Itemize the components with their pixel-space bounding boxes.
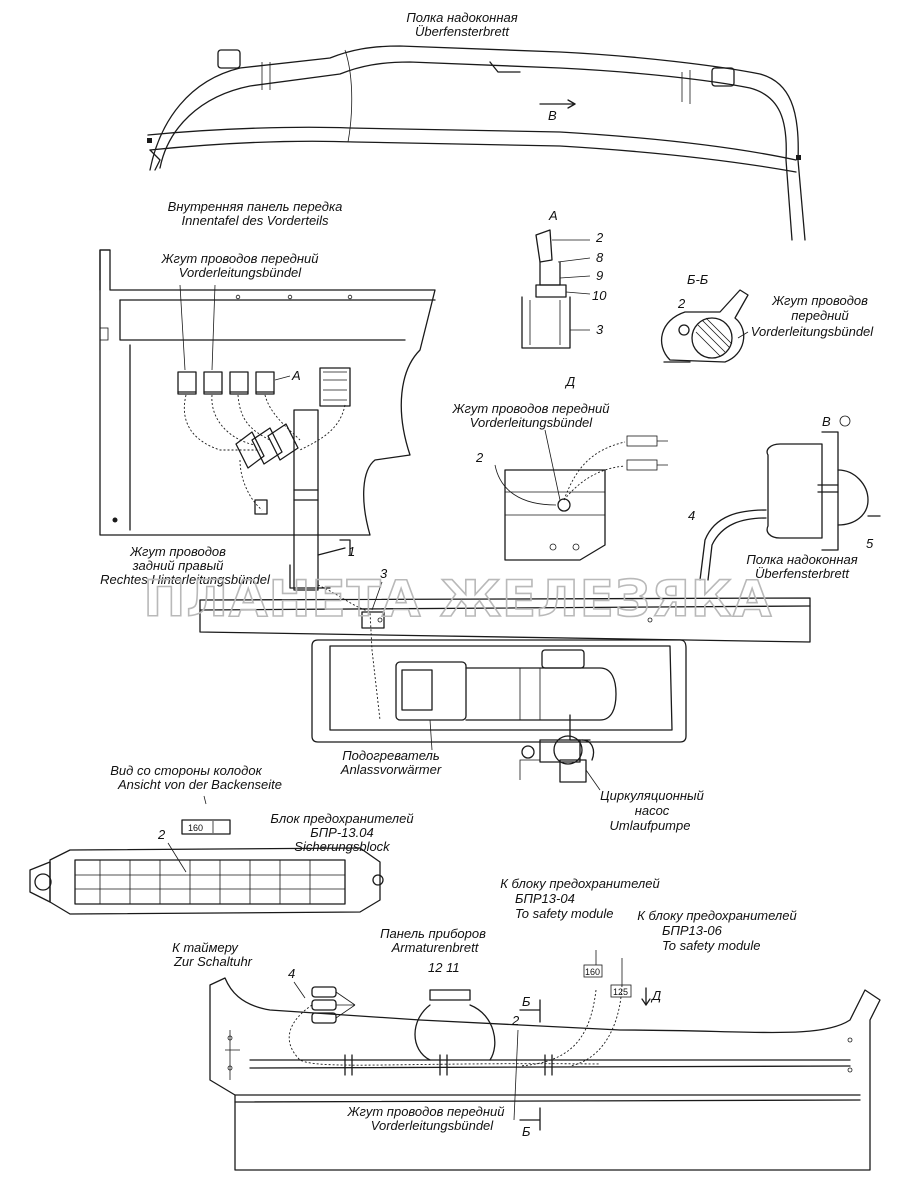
heater-assembly: 3 [199,564,811,783]
bottom-harness-ru: Жгут проводов передний [347,1104,505,1119]
k1-en: To safety module [515,906,614,921]
svg-text:Vorderleitungsbündel: Vorderleitungsbündel [751,324,874,339]
k2-en: To safety module [662,938,761,953]
k2-ru: К блоку предохранителей [637,908,796,923]
instrument-panel-bottom: 160 125 4 2 Б Б Д [209,950,881,1171]
panel-ru: Панель приборов [380,926,486,941]
svg-text:Жгут проводов передний: Жгут проводов передний [452,401,610,416]
rear-harness-ru2: задний правый [132,558,224,573]
svg-text:3: 3 [380,566,388,581]
svg-text:БПР-13.04: БПР-13.04 [310,825,373,840]
svg-text:3: 3 [596,322,604,337]
svg-text:Vorderleitungsbündel: Vorderleitungsbündel [470,415,593,430]
svg-text:В: В [822,414,831,429]
heater-ru: Подогреватель [342,748,440,763]
svg-text:Полка надоконная: Полка надоконная [746,552,857,567]
svg-text:Вид со стороны колодок: Вид со стороны колодок [110,763,262,778]
harness-front-de: Vorderleitungsbündel [179,265,302,280]
svg-text:9: 9 [596,268,603,283]
callout-a: А [291,368,301,383]
window-shelf-top [147,45,806,241]
svg-text:Д: Д [564,374,575,389]
heater-de: Anlassvorwärmer [340,762,442,777]
pump-de: Umlaufpumpe [610,818,691,833]
svg-text:Überfensterbrett: Überfensterbrett [755,566,850,581]
pump-ru1: Циркуляционный [600,788,704,803]
rear-harness-de: Rechtes Hinterleitungsbündel [100,572,271,587]
panel-nums: 12 11 [428,960,460,975]
svg-text:4: 4 [688,508,695,523]
svg-text:Б: Б [522,1124,531,1139]
inner-panel-de: Innentafel des Vorderteils [182,213,329,228]
svg-text:5: 5 [866,536,874,551]
view-b-top: В [548,108,557,123]
fuse-block: Вид со стороны колодок Ansicht von der B… [29,763,414,915]
panel-de: Armaturenbrett [391,940,480,955]
view-a: А 2 8 9 10 3 [521,208,607,349]
svg-text:2: 2 [157,827,166,842]
k2-model: БПР13-06 [662,923,723,938]
harness-front-ru: Жгут проводов передний [161,251,319,266]
view-d: Д Жгут проводов передний Vorderleitungsb… [452,374,668,561]
section-bb: Б-Б 2 Жгут проводов передний Vorderleitu… [661,272,874,363]
svg-text:10: 10 [592,288,607,303]
svg-text:Блок предохранителей: Блок предохранителей [270,811,413,826]
svg-text:2: 2 [677,296,686,311]
svg-text:2: 2 [511,1013,520,1028]
svg-text:Б-Б: Б-Б [687,272,709,287]
k1-model: БПР13-04 [515,891,575,906]
watermark: ПЛАНЕТА ЖЕЛЕЗЯКА [144,570,773,628]
svg-text:Ansicht von der Backenseite: Ansicht von der Backenseite [117,777,282,792]
svg-text:2: 2 [595,230,604,245]
timer-de: Zur Schaltuhr [173,954,253,969]
svg-text:Б: Б [522,994,531,1009]
svg-text:8: 8 [596,250,604,265]
svg-text:4: 4 [288,966,295,981]
rear-harness-ru1: Жгут проводов [129,544,226,559]
svg-text:Д: Д [650,988,661,1003]
timer-ru: К таймеру [172,940,239,955]
svg-text:160: 160 [585,967,600,977]
svg-text:Sicherungsblock: Sicherungsblock [294,839,391,854]
svg-text:125: 125 [613,987,628,997]
shelf-top-ru: Полка надоконная [406,10,517,25]
view-v: В 4 5 Полка надоконная Überfensterbrett [688,414,881,581]
svg-text:Жгут проводов: Жгут проводов [771,293,868,308]
svg-text:160: 160 [188,823,203,833]
svg-text:А: А [548,208,558,223]
callout-1: 1 [348,544,355,559]
k1-ru: К блоку предохранителей [500,876,659,891]
inner-panel-ru: Внутренняя панель передка [168,199,343,214]
svg-text:2: 2 [475,450,484,465]
pump-ru2: насос [635,803,670,818]
front-connectors [177,367,351,515]
shelf-top-de: Überfensterbrett [415,24,510,39]
bottom-harness-de: Vorderleitungsbündel [371,1118,494,1133]
svg-text:передний: передний [791,308,849,323]
inner-panel: 1 [99,249,436,591]
